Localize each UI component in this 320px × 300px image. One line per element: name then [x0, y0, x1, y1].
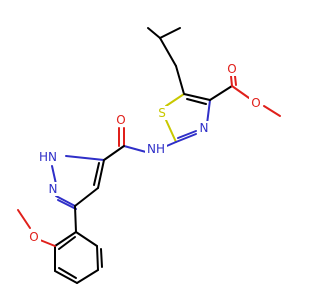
bond: [93, 162, 100, 186]
bond: [54, 231, 77, 247]
bond: [206, 99, 211, 125]
bond: [55, 195, 76, 207]
bond: [54, 270, 78, 284]
bond: [123, 145, 147, 153]
oxygen-atom-ester: O: [249, 96, 263, 110]
sulfur-atom-thiazole: S: [155, 106, 169, 120]
bond: [263, 105, 281, 117]
bond: [57, 199, 77, 210]
bond: [58, 236, 76, 250]
nitrogen-atom-pyrazole-nh: HN: [36, 150, 60, 164]
bond: [51, 165, 57, 185]
molecule-structure: O O O O S N NH HN: [17, 27, 281, 284]
bond: [100, 248, 103, 268]
bond: [183, 93, 211, 101]
bond: [230, 75, 233, 87]
bond: [147, 27, 161, 39]
bond: [74, 205, 77, 233]
bond: [175, 133, 197, 143]
atom-symbol: NH: [147, 142, 165, 156]
bond: [75, 231, 98, 247]
bond: [159, 37, 177, 67]
bond: [39, 239, 56, 247]
bond: [74, 187, 99, 207]
bond: [177, 130, 197, 139]
bond: [165, 119, 177, 143]
nitrogen-atom-amide: NH: [145, 142, 167, 156]
atom-symbol: O: [251, 96, 260, 110]
bond: [234, 75, 237, 86]
atom-symbol: O: [29, 230, 38, 244]
nitrogen-atom-pyrazole: N: [46, 182, 60, 196]
oxygen-atom-amide: O: [114, 113, 128, 127]
atom-symbol: N: [49, 182, 58, 196]
atom-symbol: O: [227, 62, 236, 76]
oxygen-atom-carbonyl-ester: O: [225, 62, 239, 76]
bond: [159, 27, 181, 39]
atom-label-layer: O O O O S N NH HN: [27, 62, 263, 244]
bond: [186, 98, 207, 105]
bond: [65, 155, 105, 161]
bond: [165, 93, 185, 107]
atom-symbol: S: [158, 106, 166, 120]
atom-symbol: O: [116, 113, 125, 127]
atom-symbol: N: [200, 121, 209, 135]
bond: [103, 145, 125, 161]
bond: [209, 85, 233, 101]
oxygen-atom-methoxy: O: [27, 230, 41, 244]
bond: [17, 209, 31, 229]
atom-symbol: HN: [39, 150, 57, 164]
bond-layer: [17, 27, 281, 284]
bond: [231, 85, 250, 99]
bond: [76, 269, 99, 284]
bond: [96, 245, 99, 271]
bond: [97, 159, 105, 189]
bond: [175, 65, 185, 95]
bond: [58, 267, 77, 279]
nitrogen-atom-thiazole: N: [197, 121, 211, 135]
